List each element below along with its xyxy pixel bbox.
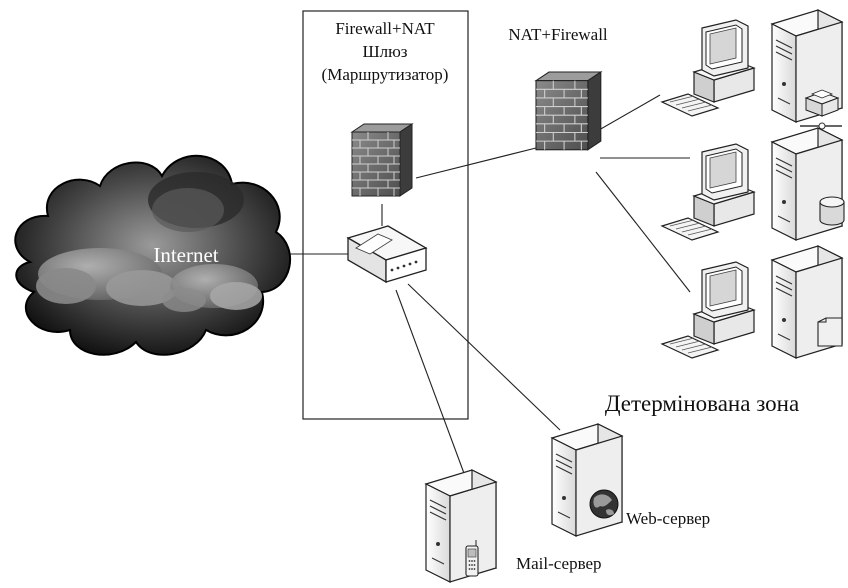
tower-server-icon [425,469,497,583]
link-inner-ws3 [595,171,691,293]
printer-icon [800,89,842,130]
cloud-icon [14,154,291,356]
gateway-router [346,225,428,284]
firewall-brick-icon [535,71,602,151]
database-icon [819,196,845,226]
lan-workstation-1 [661,19,755,117]
link-router-mail [395,289,469,485]
document-icon [817,317,843,347]
dmz-label: Детермінована зона [605,391,799,416]
internet-label: Internet [153,243,218,267]
desktop-computer-icon [661,261,755,359]
desktop-computer-icon [661,19,755,117]
tower-server-icon [551,423,623,537]
gateway-label-line1: Firewall+NAT [335,19,435,38]
inner-firewall [535,71,602,151]
mail-server-label: Mail-сервер [516,554,602,573]
link-router-web [407,283,561,431]
lan-workstation-3 [661,261,755,359]
link-gw-firewall-inner [415,147,537,179]
links [262,94,691,485]
web-server [551,423,623,537]
gateway-firewall [351,123,413,197]
internet-cloud: Internet [14,154,291,356]
web-server-label: Web-сервер [626,509,710,528]
router-icon [346,225,428,284]
mail-server [425,469,497,583]
mobile-phone-icon [465,540,479,577]
firewall-brick-icon [351,123,413,197]
inner-firewall-label: NAT+Firewall [508,25,608,44]
gateway-box [302,10,469,420]
globe-icon [589,489,619,519]
gateway-label-line2: Шлюз [362,42,407,61]
link-inner-ws1 [591,94,661,135]
gateway-label-line3: (Маршрутизатор) [322,65,449,84]
